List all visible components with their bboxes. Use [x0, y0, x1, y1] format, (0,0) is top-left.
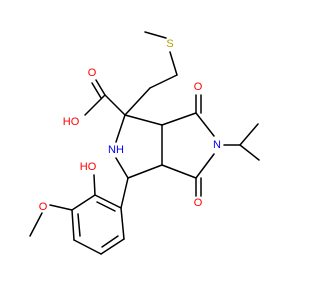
- bond-ar2-oh: [93, 174, 96, 196]
- bond-ar5-ar6-inner: [101, 235, 119, 248]
- bond-n5-c6: [195, 153, 215, 179]
- bond-ar1-ar2: [94, 194, 122, 209]
- bond-cacid-oh: [84, 94, 106, 116]
- bond-ome-ch3: [29, 212, 43, 237]
- bond-ch-ch3b: [239, 144, 260, 161]
- bond-ar5-ar6: [100, 238, 125, 255]
- bond-cacid-c1: [104, 94, 126, 116]
- atom-o-methoxy: O: [39, 201, 48, 213]
- bond-ch2a-ch2b: [149, 74, 178, 89]
- bond-ar2-ar3: [71, 194, 96, 211]
- atom-labels: HO O S O N O NH HO O: [39, 38, 221, 213]
- molecule-canvas: HO O S O N O NH HO O: [29, 31, 260, 255]
- structure-diagram: HO O S O N O NH HO O: [29, 31, 260, 255]
- bond-cacid-o-double-b: [91, 82, 102, 99]
- atom-o-carbonyl-acid: O: [88, 67, 97, 79]
- atom-oh-phenol: HO: [80, 161, 97, 173]
- atom-n-imide: N: [213, 139, 221, 151]
- bonds: [29, 31, 260, 255]
- bond-cacid-o-double-a: [95, 79, 106, 96]
- bond-s-ch3: [144, 31, 167, 39]
- bond-c1-nh: [115, 114, 126, 143]
- bond-ar1-ar2-inner: [96, 201, 116, 212]
- bond-ar3-ome: [49, 204, 73, 211]
- bond-ar6-ar1: [120, 207, 125, 240]
- bond-nh-c3: [115, 157, 129, 179]
- bond-c6-c6a: [161, 164, 197, 179]
- atom-s-thioether: S: [166, 38, 173, 50]
- bond-c3-aryl: [120, 177, 129, 209]
- bond-c4-n5: [195, 112, 215, 137]
- bond-ar4-ar5: [73, 239, 102, 255]
- bond-ch2b-s: [169, 51, 178, 76]
- atom-o-imide-top: O: [194, 81, 203, 93]
- bond-ar3-ar4: [71, 209, 75, 241]
- bond-c3a-c4: [161, 112, 197, 126]
- atom-nh-pyrrolidine: NH: [108, 144, 124, 156]
- bond-c3-c6a: [127, 164, 163, 179]
- atom-o-imide-bottom: O: [194, 197, 203, 209]
- bond-c1-c3a: [124, 114, 163, 126]
- bond-c1-ch2a: [124, 87, 151, 116]
- bond-ar3-ar4-inner: [77, 213, 81, 237]
- bond-ch-ch3a: [239, 123, 259, 146]
- atom-oh-acid: HO: [63, 116, 80, 128]
